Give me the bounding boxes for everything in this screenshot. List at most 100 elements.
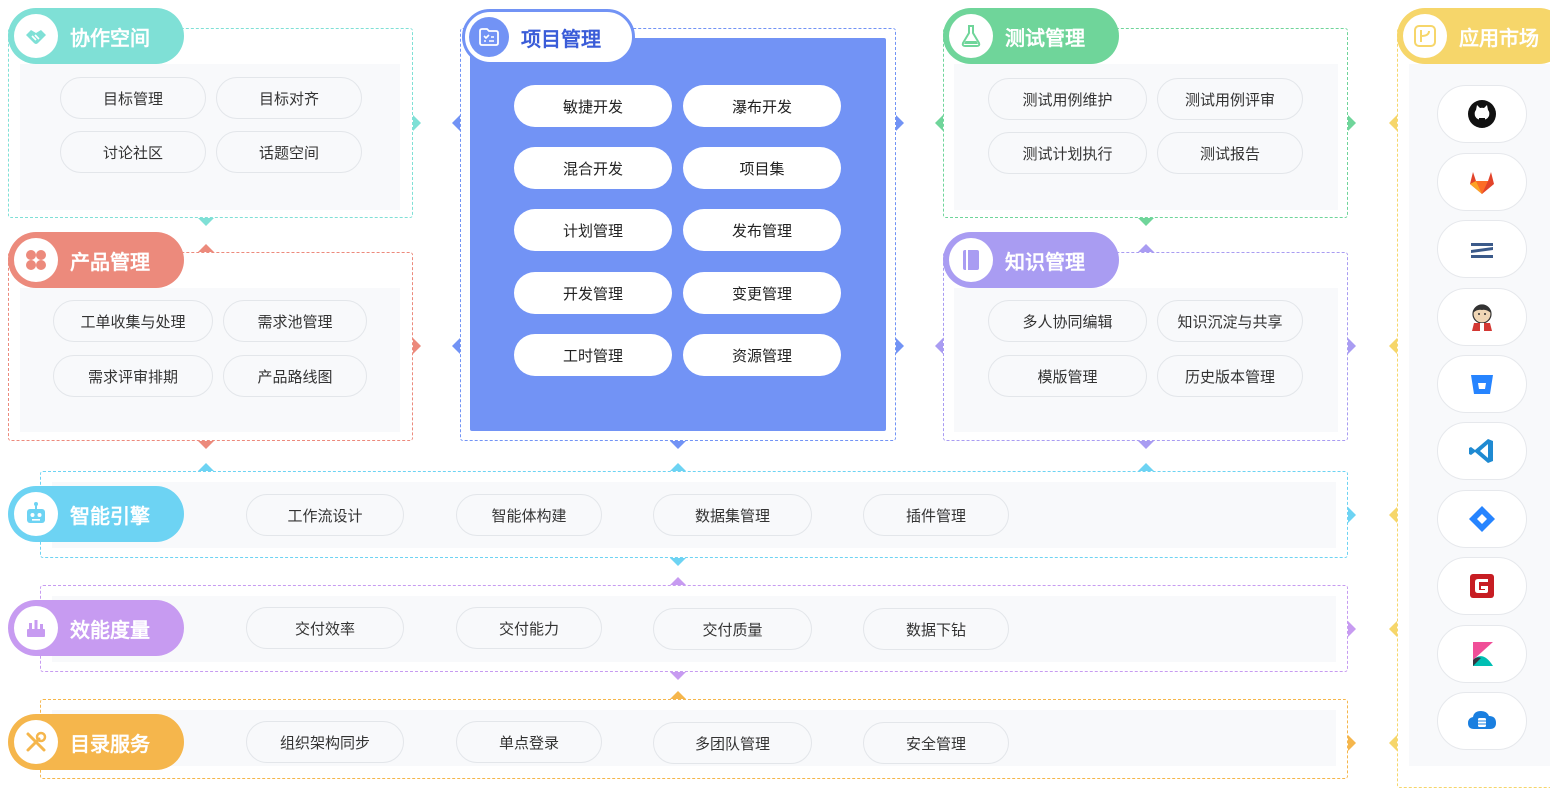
connector-arrow (1138, 244, 1154, 252)
product-item[interactable]: 工单收集与处理 (53, 300, 213, 342)
knowledge-item[interactable]: 模版管理 (988, 355, 1147, 397)
pm-item[interactable]: 混合开发 (514, 147, 672, 189)
pm-item[interactable]: 敏捷开发 (514, 85, 672, 127)
pm-item[interactable]: 开发管理 (514, 272, 672, 314)
app-github[interactable] (1437, 85, 1527, 143)
knowledge-item[interactable]: 知识沉淀与共享 (1157, 300, 1303, 342)
bar-chart-icon (14, 606, 58, 650)
test-item[interactable]: 测试用例维护 (988, 78, 1147, 120)
directory-item[interactable]: 多团队管理 (653, 722, 812, 764)
connector-arrow (670, 691, 686, 699)
connector-arrow (670, 577, 686, 585)
pm-item[interactable]: 瀑布开发 (683, 85, 841, 127)
pm-item[interactable]: 变更管理 (683, 272, 841, 314)
connector-arrow (1389, 621, 1397, 637)
app-vscode[interactable] (1437, 422, 1527, 480)
product-module (8, 252, 413, 441)
tools-icon (14, 720, 58, 764)
knowledge-title[interactable]: 知识管理 (943, 232, 1119, 288)
product-item[interactable]: 产品路线图 (223, 355, 367, 397)
collab-title[interactable]: 协作空间 (8, 8, 184, 64)
connector-arrow (1348, 735, 1356, 751)
app-kibana[interactable] (1437, 625, 1527, 683)
connector-arrow (452, 115, 460, 131)
ai-item[interactable]: 工作流设计 (246, 494, 404, 536)
connector-arrow (413, 115, 421, 131)
product-item[interactable]: 需求评审排期 (53, 355, 213, 397)
ai-item[interactable]: 插件管理 (863, 494, 1009, 536)
knowledge-item[interactable]: 多人协同编辑 (988, 300, 1147, 342)
connector-arrow (1348, 621, 1356, 637)
vscode-icon (1469, 439, 1493, 463)
app-bitbucket[interactable] (1437, 355, 1527, 413)
product-item[interactable]: 需求池管理 (223, 300, 367, 342)
collab-item[interactable]: 讨论社区 (60, 131, 206, 173)
pm-title[interactable]: 项目管理 (462, 9, 635, 65)
product-title-label: 产品管理 (70, 249, 150, 274)
connector-arrow (1138, 463, 1154, 471)
metrics-item[interactable]: 数据下钻 (863, 608, 1009, 650)
directory-title[interactable]: 目录服务 (8, 714, 184, 770)
metrics-item[interactable]: 交付效率 (246, 607, 404, 649)
gitee-icon (1470, 574, 1494, 598)
app-jira[interactable] (1437, 490, 1527, 548)
connector-arrow (935, 338, 943, 354)
flask-icon (949, 14, 993, 58)
test-title-label: 测试管理 (1005, 25, 1085, 50)
connector-arrow (670, 558, 686, 566)
book-icon (949, 238, 993, 282)
connector-arrow (198, 218, 214, 226)
pm-item[interactable]: 计划管理 (514, 209, 672, 251)
collab-module (8, 28, 413, 218)
ai-title[interactable]: 智能引擎 (8, 486, 184, 542)
ai-item[interactable]: 数据集管理 (653, 494, 812, 536)
knowledge-module (943, 252, 1348, 441)
ai-item[interactable]: 智能体构建 (456, 494, 602, 536)
connector-arrow (935, 115, 943, 131)
app-cloud-database[interactable] (1437, 692, 1527, 750)
test-module (943, 28, 1348, 218)
pm-item[interactable]: 工时管理 (514, 334, 672, 376)
directory-item[interactable]: 单点登录 (456, 721, 602, 763)
collab-item[interactable]: 目标管理 (60, 77, 206, 119)
metrics-item[interactable]: 交付质量 (653, 608, 812, 650)
connector-arrow (452, 338, 460, 354)
app-gitee[interactable] (1437, 557, 1527, 615)
github-icon (1468, 100, 1496, 128)
pm-item[interactable]: 资源管理 (683, 334, 841, 376)
collab-item[interactable]: 目标对齐 (216, 77, 362, 119)
app-jenkins[interactable] (1437, 288, 1527, 346)
pm-item[interactable]: 发布管理 (683, 209, 841, 251)
pm-module (460, 28, 896, 441)
jenkins-icon (1472, 304, 1492, 331)
connector-arrow (1389, 338, 1397, 354)
test-title[interactable]: 测试管理 (943, 8, 1119, 64)
connector-arrow (1389, 507, 1397, 523)
connector-arrow (198, 463, 214, 471)
connector-arrow (413, 338, 421, 354)
app-stack[interactable] (1437, 220, 1527, 278)
test-item[interactable]: 测试用例评审 (1157, 78, 1303, 120)
test-item[interactable]: 测试计划执行 (988, 132, 1147, 174)
metrics-item[interactable]: 交付能力 (456, 607, 602, 649)
directory-item[interactable]: 安全管理 (863, 722, 1009, 764)
app-gitlab[interactable] (1437, 153, 1527, 211)
connector-arrow (1348, 338, 1356, 354)
cloud-database-icon (1468, 711, 1496, 729)
collab-item[interactable]: 话题空间 (216, 131, 362, 173)
knowledge-title-label: 知识管理 (1005, 249, 1085, 274)
jira-icon (1469, 506, 1495, 532)
robot-icon (14, 492, 58, 536)
connector-arrow (1348, 115, 1356, 131)
connector-arrow (1138, 441, 1154, 449)
pm-item[interactable]: 项目集 (683, 147, 841, 189)
fork-icon (1403, 14, 1447, 58)
test-item[interactable]: 测试报告 (1157, 132, 1303, 174)
connector-arrow (1138, 218, 1154, 226)
market-title[interactable]: 应用市场 (1397, 8, 1550, 64)
knowledge-item[interactable]: 历史版本管理 (1157, 355, 1303, 397)
connector-arrow (896, 338, 904, 354)
metrics-title[interactable]: 效能度量 (8, 600, 184, 656)
directory-item[interactable]: 组织架构同步 (246, 721, 404, 763)
product-title[interactable]: 产品管理 (8, 232, 184, 288)
